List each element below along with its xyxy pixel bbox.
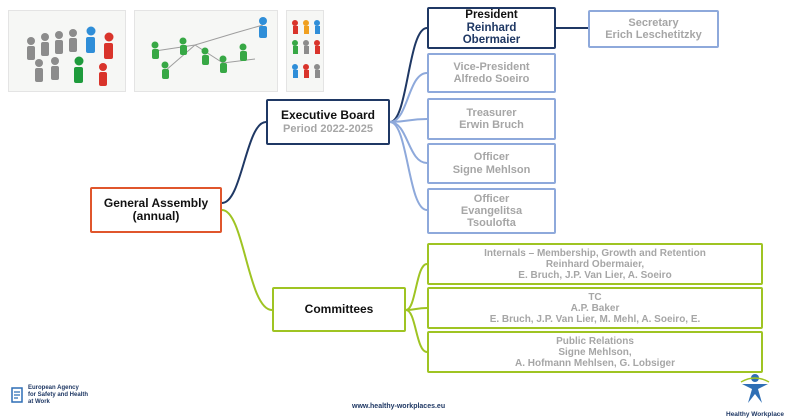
connector-exec-president bbox=[389, 27, 428, 123]
executive-board-box: Executive Board Period 2022-2025 bbox=[266, 99, 390, 145]
secretary-role: Secretary bbox=[628, 16, 679, 29]
treasurer-box: Treasurer Erwin Bruch bbox=[427, 98, 556, 140]
committees-title: Committees bbox=[304, 301, 374, 316]
eu-osha-logo: European Agency for Safety and Health at… bbox=[10, 385, 88, 406]
agency-line2: for Safety and Health bbox=[28, 391, 89, 398]
connector-committees-internals bbox=[405, 263, 428, 311]
president-name-line2: Obermaier bbox=[462, 34, 521, 47]
committee-name: TC bbox=[588, 291, 602, 303]
committee-lead: A.P. Baker bbox=[570, 302, 620, 314]
president-box: President Reinhard Obermaier bbox=[427, 7, 556, 49]
healthy-workplaces-logo: Healthy Workplace bbox=[726, 370, 784, 418]
committee-internals-box: Internals – Membership, Growth and Reten… bbox=[427, 243, 763, 285]
committee-lead: Reinhard Obermaier, bbox=[545, 258, 645, 270]
committee-members: A. Hofmann Mehlsen, G. Lobsiger bbox=[514, 357, 675, 369]
officer-role: Officer bbox=[473, 192, 510, 205]
president-role: President bbox=[465, 8, 518, 21]
committee-tc-box: TC A.P. Baker E. Bruch, J.P. Van Lier, M… bbox=[427, 287, 763, 329]
secretary-name: Erich Leschetitzky bbox=[605, 29, 702, 41]
healthy-workplaces-icon bbox=[740, 374, 770, 403]
general-assembly-note: (annual) bbox=[132, 209, 180, 223]
officer-name-line2: Tsoulofta bbox=[467, 217, 516, 230]
org-chart-photo bbox=[8, 10, 126, 92]
connector-assembly-committees bbox=[221, 209, 273, 311]
officer-name-line1: Evangelitsa bbox=[460, 204, 523, 217]
connector-exec-vp bbox=[389, 72, 428, 123]
agency-line1: European Agency bbox=[28, 385, 79, 391]
connector-committees-pr bbox=[405, 309, 428, 353]
connector-assembly-exec bbox=[221, 121, 267, 204]
committee-name: Internals – Membership, Growth and Reten… bbox=[484, 247, 706, 259]
committee-lead: Signe Mehlson, bbox=[558, 346, 632, 358]
network-photo bbox=[134, 10, 278, 92]
officer-name: Signe Mehlson bbox=[452, 163, 531, 176]
secretary-box: Secretary Erich Leschetitzky bbox=[588, 10, 719, 48]
president-name-line1: Reinhard bbox=[466, 21, 517, 34]
committee-members: E. Bruch, J.P. Van Lier, M. Mehl, A. Soe… bbox=[489, 313, 701, 325]
footer-url: www.healthy-workplaces.eu bbox=[352, 403, 446, 410]
committee-public-relations-box: Public Relations Signe Mehlson, A. Hofma… bbox=[427, 331, 763, 373]
general-assembly-title: General Assembly bbox=[103, 195, 209, 210]
officer-box: Officer Evangelitsa Tsoulofta bbox=[427, 188, 556, 234]
committees-box: Committees bbox=[272, 287, 406, 332]
people-grid-photo bbox=[286, 10, 324, 92]
officer-role: Officer bbox=[473, 151, 510, 164]
connector-exec-officer2 bbox=[389, 121, 428, 211]
general-assembly-box: General Assembly (annual) bbox=[90, 187, 222, 233]
treasurer-name: Erwin Bruch bbox=[459, 119, 524, 131]
eu-osha-icon bbox=[11, 387, 23, 404]
executive-board-title: Executive Board bbox=[280, 108, 376, 123]
committee-members: E. Bruch, J.P. Van Lier, A. Soeiro bbox=[518, 269, 672, 281]
agency-line3: at Work bbox=[28, 398, 50, 405]
treasurer-role: Treasurer bbox=[466, 106, 517, 119]
vice-president-box: Vice-President Alfredo Soeiro bbox=[427, 53, 556, 93]
vice-president-name: Alfredo Soeiro bbox=[453, 73, 530, 85]
connector-exec-officer1 bbox=[389, 121, 428, 164]
executive-board-period: Period 2022-2025 bbox=[283, 122, 373, 135]
campaign-name: Healthy Workplace bbox=[726, 411, 785, 418]
committee-name: Public Relations bbox=[556, 335, 634, 347]
officer-box: Officer Signe Mehlson bbox=[427, 143, 556, 184]
vice-president-role: Vice-President bbox=[453, 60, 530, 73]
